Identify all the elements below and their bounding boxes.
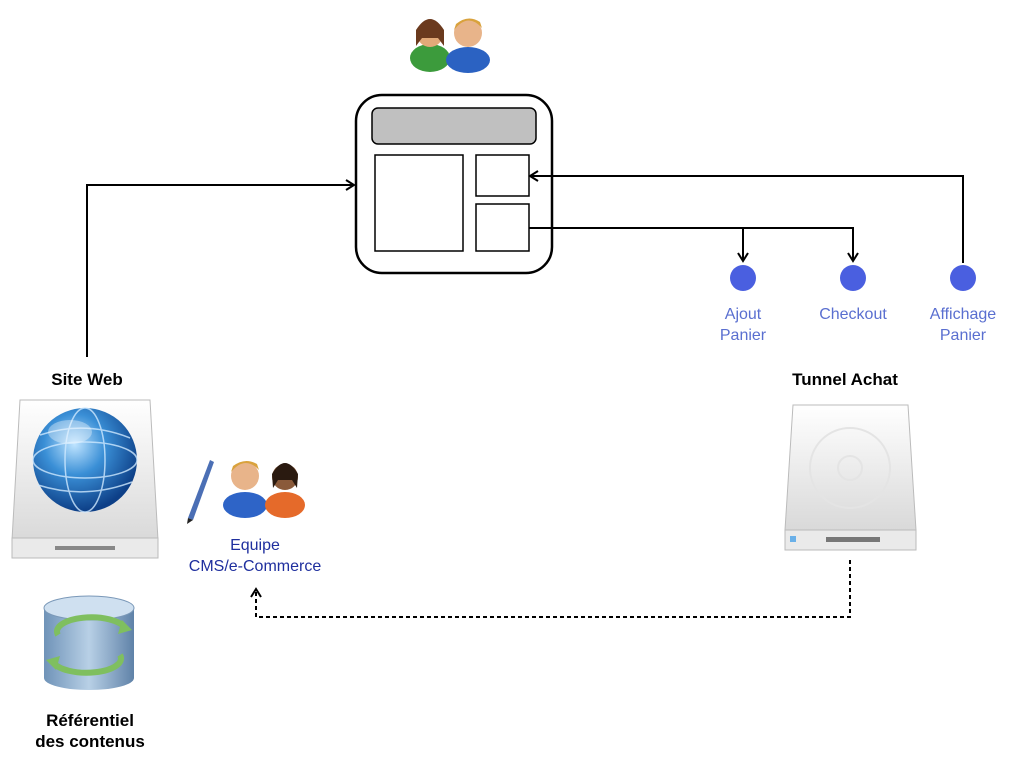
label-referentiel-line2: des contenus xyxy=(35,732,145,751)
label-tunnel-achat: Tunnel Achat xyxy=(792,370,898,389)
users-icon xyxy=(410,18,490,73)
label-referentiel-line1: Référentiel xyxy=(46,711,134,730)
label-referentiel: Référentiel des contenus xyxy=(10,710,170,752)
connector-page-to-ajout xyxy=(529,227,749,263)
label-affichage-panier: Affichage Panier xyxy=(918,304,1008,346)
event-dot-checkout xyxy=(840,265,866,291)
label-site-web: Site Web xyxy=(51,370,123,389)
hard-drive-icon xyxy=(784,404,917,551)
database-sync-icon xyxy=(43,595,135,690)
label-ajout-line1: Ajout xyxy=(724,306,762,323)
event-dot-ajout xyxy=(730,265,756,291)
label-equipe: Equipe CMS/e-Commerce xyxy=(165,535,345,577)
globe-server-icon xyxy=(11,399,159,559)
event-dot-affichage xyxy=(950,265,976,291)
connector-page-to-checkout xyxy=(743,227,859,263)
label-affichage-line1: Affichage xyxy=(929,306,997,323)
connector-site-to-page xyxy=(86,179,356,357)
label-equipe-line2: CMS/e-Commerce xyxy=(188,558,322,575)
connectors xyxy=(86,170,964,618)
team-pen-icon xyxy=(187,460,305,524)
label-ajout-panier: Ajout Panier xyxy=(703,304,783,346)
connector-tunnel-to-equipe xyxy=(250,560,851,618)
label-equipe-line1: Equipe xyxy=(230,537,280,554)
label-affichage-line2: Panier xyxy=(939,327,987,344)
label-checkout: Checkout xyxy=(819,306,887,323)
page-layout-panel xyxy=(354,93,554,275)
label-ajout-line2: Panier xyxy=(719,327,767,344)
connector-affichage-to-page xyxy=(528,170,964,263)
